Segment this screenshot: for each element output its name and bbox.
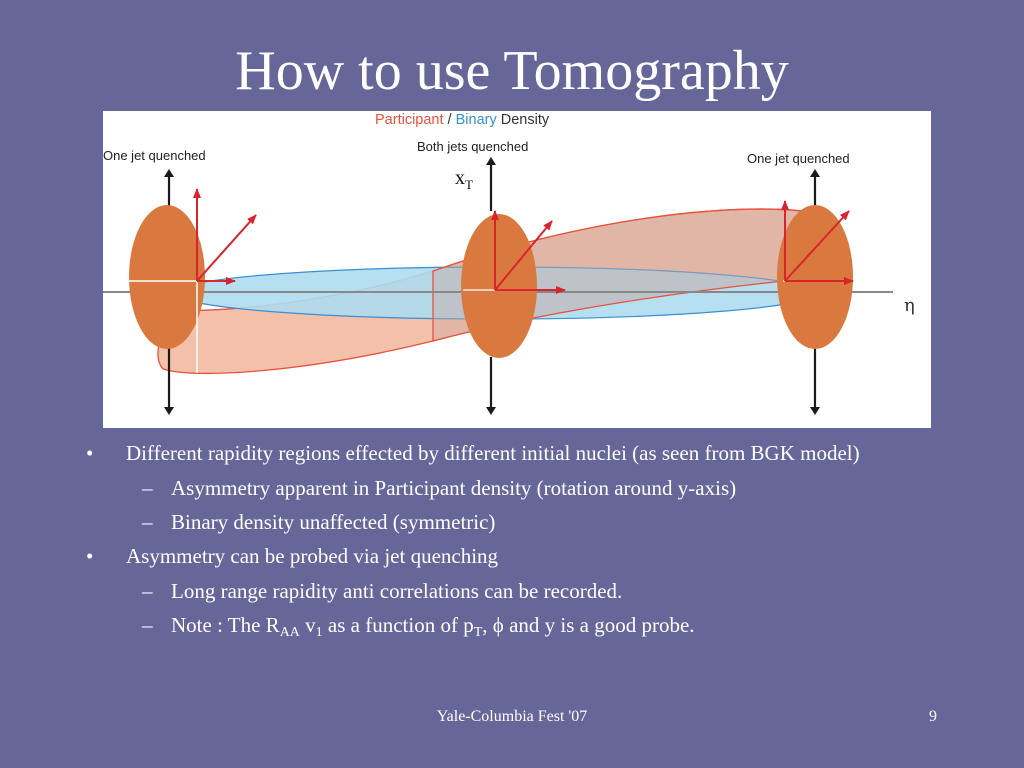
- tomography-diagram: Participant / Binary Density One jet que…: [103, 111, 931, 428]
- axes-right: [781, 200, 854, 285]
- label-left: One jet quenched: [103, 148, 206, 163]
- sub-bullet-text: Binary density unaffected (symmetric): [171, 510, 496, 534]
- nucleus-left: [129, 205, 205, 349]
- slide-title: How to use Tomography: [235, 40, 789, 102]
- sub-bullet-mark: –: [142, 510, 153, 534]
- sub-bullet-text: Long range rapidity anti correlations ca…: [171, 579, 623, 603]
- participant-label: Participant: [375, 112, 444, 128]
- sub-bullet-item: – Note : The RAA v1 as a function of pT,…: [86, 612, 946, 646]
- axes-center: [491, 210, 566, 294]
- bullet-mark: •: [86, 544, 94, 568]
- bullet-list: • Different rapidity regions effected by…: [86, 440, 946, 653]
- sub-bullet-item: – Asymmetry apparent in Participant dens…: [86, 475, 946, 502]
- axes-left: [193, 188, 257, 285]
- bullet-text: Asymmetry can be probed via jet quenchin…: [126, 544, 499, 568]
- footer-text: Yale-Columbia Fest '07: [436, 708, 588, 725]
- sub-bullet-text: Asymmetry apparent in Participant densit…: [171, 476, 737, 500]
- sub-bullet-item: – Long range rapidity anti correlations …: [86, 578, 946, 605]
- sub-bullet-mark: –: [142, 476, 153, 500]
- label-right: One jet quenched: [747, 151, 850, 166]
- bullet-mark: •: [86, 441, 94, 465]
- page-number: 9: [929, 708, 937, 725]
- bullet-item: • Different rapidity regions effected by…: [86, 440, 946, 467]
- bullet-item: • Asymmetry can be probed via jet quench…: [86, 543, 946, 570]
- sub-bullet-item: – Binary density unaffected (symmetric): [86, 509, 946, 536]
- sub-bullet-mark: –: [142, 613, 153, 637]
- sub-bullet-text-note: Note : The RAA v1 as a function of pT, ϕ…: [171, 613, 695, 640]
- label-center: Both jets quenched: [417, 139, 528, 154]
- nucleus-right: [777, 205, 853, 349]
- bullet-text: Different rapidity regions effected by d…: [126, 441, 860, 465]
- density-header: Participant / Binary Density: [375, 112, 550, 128]
- eta-label: η: [904, 295, 915, 316]
- binary-label: Binary: [456, 112, 498, 128]
- sub-bullet-mark: –: [142, 579, 153, 603]
- xt-axis-label: xT: [455, 167, 473, 192]
